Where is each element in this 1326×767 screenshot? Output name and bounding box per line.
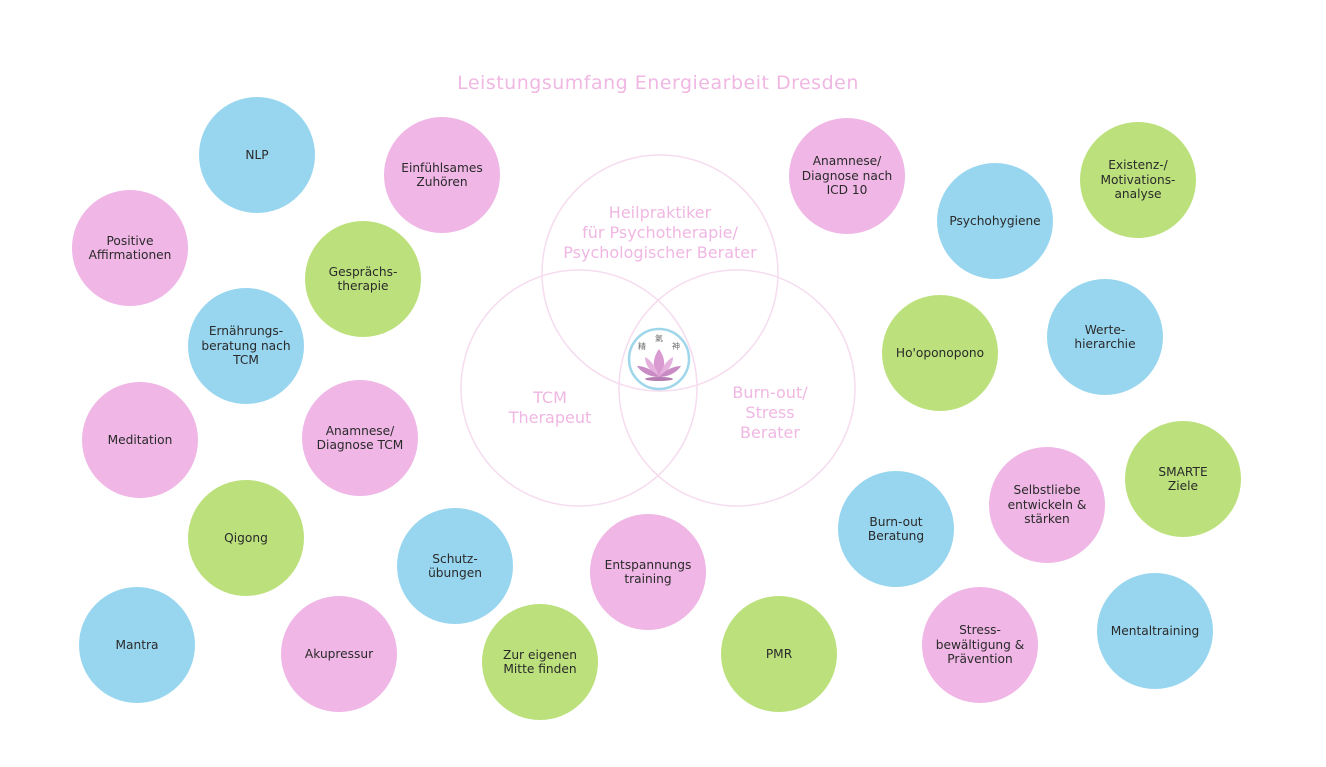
bubble-mentaltraining: Mentaltraining xyxy=(1097,573,1213,689)
bubble-label: Existenz-/ Motivations- analyse xyxy=(1100,158,1176,202)
bubble-psychohygiene: Psychohygiene xyxy=(937,163,1053,279)
venn-circle-left xyxy=(460,269,698,507)
logo-glyph-2: 氣 xyxy=(655,333,663,343)
bubble-ho-oponopono: Ho'oponopono xyxy=(882,295,998,411)
bubble-meditation: Meditation xyxy=(82,382,198,498)
bubble-label: Meditation xyxy=(107,432,173,447)
bubble-pmr: PMR xyxy=(721,596,837,712)
logo-glyph-3: 神 xyxy=(672,341,680,351)
bubble-anamnese-diagnose-nach-icd-10: Anamnese/ Diagnose nach ICD 10 xyxy=(789,118,905,234)
bubble-stress-bewältigung-prävention: Stress- bewältigung & Prävention xyxy=(922,587,1038,703)
bubble-akupressur: Akupressur xyxy=(281,596,397,712)
bubble-label: Anamnese/ Diagnose nach ICD 10 xyxy=(801,154,893,198)
bubble-label: Entspannungs training xyxy=(604,557,692,587)
venn-label-top: Heilpraktiker für Psychotherapie/ Psycho… xyxy=(563,203,757,262)
venn-circle-right xyxy=(618,269,856,507)
bubble-label: Werte- hierarchie xyxy=(1074,322,1136,352)
bubble-entspannungs-training: Entspannungs training xyxy=(590,514,706,630)
bubble-mantra: Mantra xyxy=(79,587,195,703)
bubble-label: Einfühlsames Zuhören xyxy=(401,160,483,190)
bubble-label: Mentaltraining xyxy=(1110,623,1200,638)
bubble-label: Akupressur xyxy=(304,646,374,661)
bubble-werte-hierarchie: Werte- hierarchie xyxy=(1047,279,1163,395)
bubble-ernährungs-beratung-nach-tcm: Ernährungs- beratung nach TCM xyxy=(188,288,304,404)
bubble-label: Stress- bewältigung & Prävention xyxy=(935,623,1025,667)
bubble-burn-out-beratung: Burn-out Beratung xyxy=(838,471,954,587)
bubble-label: SMARTE Ziele xyxy=(1158,464,1208,494)
bubble-label: Selbstliebe entwickeln & stärken xyxy=(1007,483,1087,527)
bubble-nlp: NLP xyxy=(199,97,315,213)
venn-circle-top xyxy=(541,154,779,392)
bubble-label: Gesprächs- therapie xyxy=(328,264,398,294)
bubble-existenz-motivations-analyse: Existenz-/ Motivations- analyse xyxy=(1080,122,1196,238)
bubble-label: Positive Affirmationen xyxy=(88,233,172,263)
venn-label-right: Burn-out/ Stress Berater xyxy=(732,383,808,442)
bubble-label: Qigong xyxy=(224,530,268,545)
bubble-label: Schutz- übungen xyxy=(428,551,482,581)
bubble-label: PMR xyxy=(765,646,793,661)
bubble-label: NLP xyxy=(245,147,269,162)
bubble-label: Zur eigenen Mitte finden xyxy=(502,647,578,677)
bubble-label: Ho'oponopono xyxy=(895,345,985,360)
venn-label-left: TCM Therapeut xyxy=(508,388,592,427)
diagram-title: Leistungsumfang Energiearbeit Dresden xyxy=(457,72,859,94)
bubble-schutz-übungen: Schutz- übungen xyxy=(397,508,513,624)
bubble-label: Burn-out Beratung xyxy=(867,514,925,544)
bubble-label: Mantra xyxy=(115,637,159,652)
bubble-label: Anamnese/ Diagnose TCM xyxy=(316,423,404,453)
bubble-label: Psychohygiene xyxy=(949,213,1041,228)
bubble-qigong: Qigong xyxy=(188,480,304,596)
lotus-icon: 精 氣 神 xyxy=(627,327,691,391)
bubble-selbstliebe-entwickeln-stärken: Selbstliebe entwickeln & stärken xyxy=(989,447,1105,563)
bubble-anamnese-diagnose-tcm: Anamnese/ Diagnose TCM xyxy=(302,380,418,496)
bubble-smarte-ziele: SMARTE Ziele xyxy=(1125,421,1241,537)
bubble-label: Ernährungs- beratung nach TCM xyxy=(201,324,291,368)
bubble-einfühlsames-zuhören: Einfühlsames Zuhören xyxy=(384,117,500,233)
bubble-gesprächs-therapie: Gesprächs- therapie xyxy=(305,221,421,337)
bubble-zur-eigenen-mitte-finden: Zur eigenen Mitte finden xyxy=(482,604,598,720)
bubble-positive-affirmationen: Positive Affirmationen xyxy=(72,190,188,306)
logo-glyph-1: 精 xyxy=(638,341,646,351)
